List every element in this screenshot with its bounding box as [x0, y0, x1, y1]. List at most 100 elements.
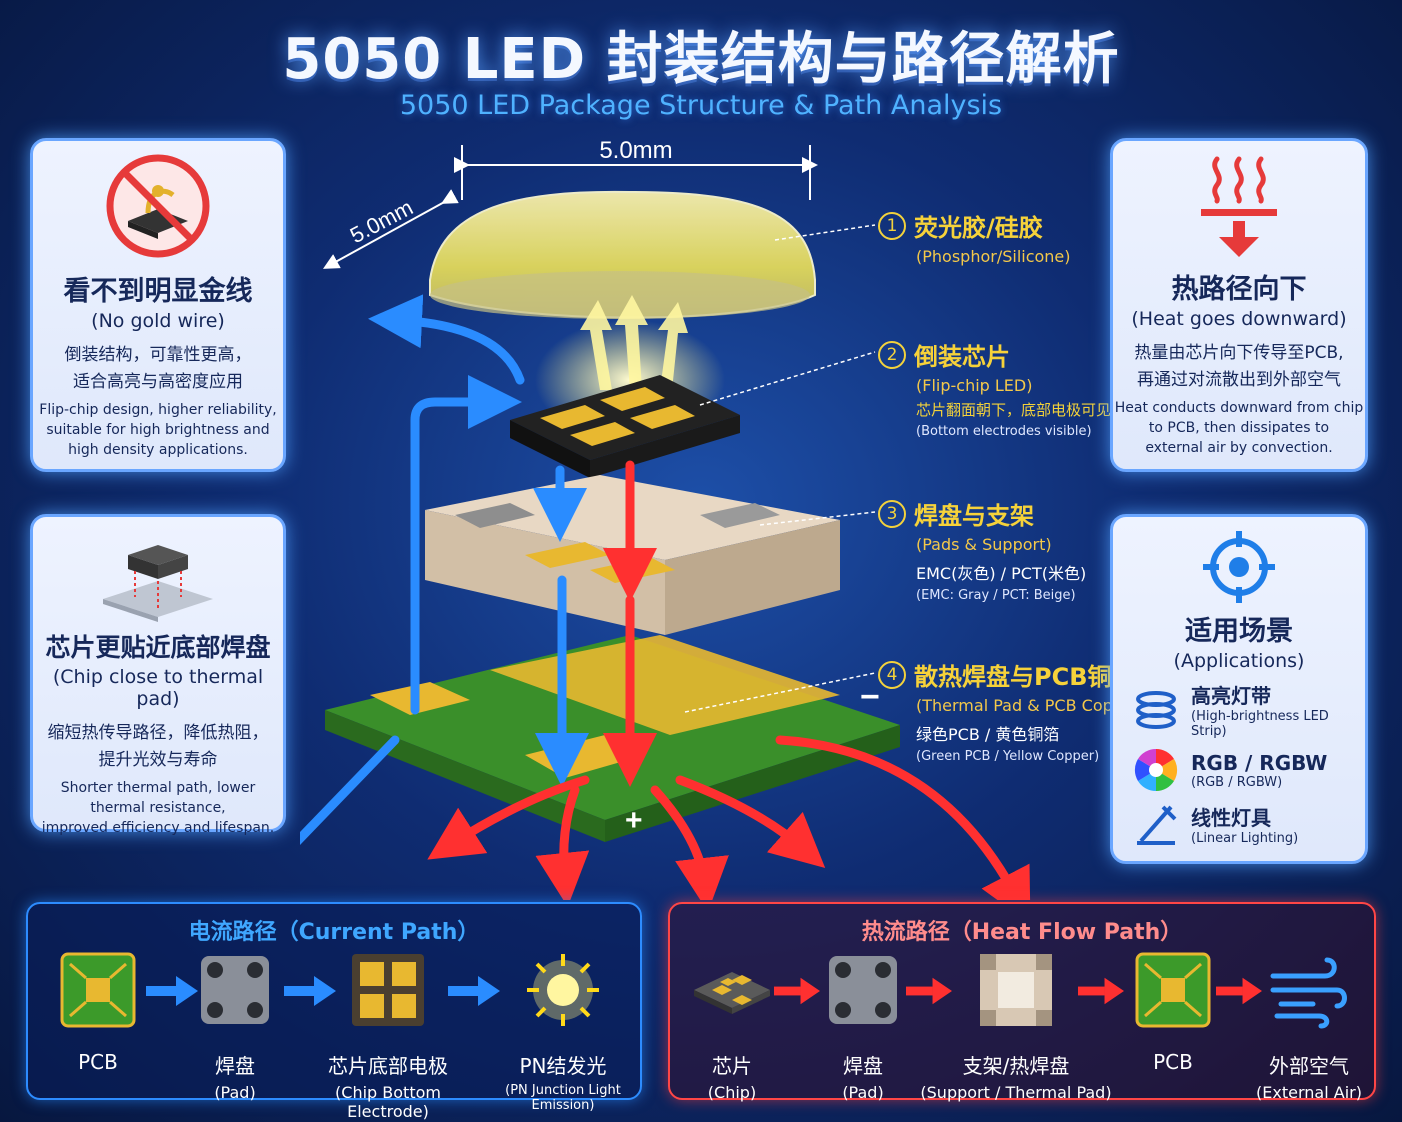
card-desc-en: high density applications. — [68, 442, 248, 458]
pcb-minus-sign: − — [860, 678, 880, 716]
card-desc-en: Shorter thermal path, lower — [60, 780, 256, 796]
step-label-en: (External Air) — [1256, 1083, 1362, 1102]
arrow-right-icon — [1216, 977, 1262, 1005]
support-pad-icon — [980, 954, 1052, 1026]
step-label: PCB — [78, 1050, 118, 1074]
air-icon — [1270, 957, 1347, 1029]
no-gold-wire-icon — [106, 154, 210, 258]
card-desc-zh: 缩短热传导路径，降低热阻， — [47, 723, 269, 743]
card-title: 适用场景 — [1185, 616, 1293, 647]
step-label-en: (PN Junction Light Emission) — [505, 1083, 621, 1113]
linear-light-icon — [1137, 805, 1177, 845]
card-no-gold-wire: 看不到明显金线 (No gold wire) 倒装结构，可靠性更高， 适合高亮与… — [30, 138, 286, 472]
card-heat-downward: 热路径向下 (Heat goes downward) 热量由芯片向下传导至PCB… — [1110, 138, 1368, 472]
card-desc-zh: 热量由芯片向下传导至PCB, — [1134, 343, 1344, 363]
step-label: 芯片 — [712, 1054, 752, 1078]
callout-leaders — [684, 224, 876, 713]
card-desc-zh: 倒装结构，可靠性更高， — [64, 345, 252, 365]
heat-step: 焊盘 (Pad) — [778, 950, 948, 1102]
card-desc-en: suitable for high brightness and — [46, 422, 270, 438]
callout-title: 荧光胶/硅胶 — [914, 214, 1043, 242]
pad-icon — [201, 956, 269, 1024]
card-title-en: (Chip close to thermal pad) — [52, 666, 264, 710]
arrow-right-icon — [146, 976, 198, 1006]
chip-on-pad-icon — [103, 545, 213, 622]
width-dimension-label: 5.0mm — [599, 137, 672, 164]
card-desc-zh: 再通过对流散出到外部空气 — [1137, 370, 1341, 390]
pad-icon — [829, 956, 897, 1024]
application-label-en: (RGB / RGBW) — [1191, 774, 1283, 790]
heat-step: 外部空气 (External Air) — [1224, 950, 1394, 1102]
application-item: 高亮灯带(High-brightness LED Strip) — [1133, 680, 1365, 739]
chip-electrode-icon — [352, 954, 424, 1026]
current-path-panel: 电流路径（Current Path） PCB 焊盘 (Pad) 芯片底部电极 (… — [26, 902, 642, 1121]
step-label-en: (Chip) — [707, 1083, 757, 1102]
step-label: PN结发光 — [519, 1054, 607, 1078]
pcb-icon — [60, 952, 136, 1028]
current-step: PCB — [13, 950, 183, 1074]
heat-path-title: 热流路径（Heat Flow Path） — [861, 920, 1183, 945]
application-label-en: (Linear Lighting) — [1191, 831, 1299, 846]
heat-step: PCB — [1088, 950, 1258, 1074]
card-desc-en: Heat conducts downward from chip — [1114, 400, 1364, 416]
callout-number: 1 — [878, 211, 906, 240]
led-exploded-diagram: 5.0mm 5.0mm − + — [300, 137, 1031, 900]
callout-title: 倒装芯片 — [914, 343, 1010, 371]
current-path-arrows — [300, 294, 589, 846]
card-desc-zh: 适合高亮与高密度应用 — [73, 372, 243, 392]
callout-desc-en: (Bottom electrodes visible) — [916, 424, 1092, 439]
callout-title: 散热焊盘与PCB铜箔 — [914, 663, 1136, 691]
current-path-title: 电流路径（Current Path） — [188, 920, 480, 945]
callout-subtitle: (Pads & Support) — [916, 535, 1052, 554]
arrow-right-icon — [906, 977, 952, 1005]
callout-number: 2 — [878, 340, 906, 369]
card-title-en: (Applications) — [1173, 650, 1305, 672]
callout-number: 3 — [878, 499, 906, 528]
callout-desc: EMC(灰色) / PCT(米色) — [916, 564, 1087, 583]
step-label: 焊盘 — [843, 1054, 883, 1078]
step-label: 支架/热焊盘 — [962, 1054, 1070, 1078]
card-desc-en: thermal resistance, — [90, 800, 226, 816]
card-desc-en: to PCB, then dissipates to — [1148, 420, 1330, 436]
application-item: 线性灯具(Linear Lighting) — [1133, 801, 1365, 847]
card-desc-en: improved efficiency and lifespan. — [41, 820, 275, 836]
pcb-icon — [1135, 952, 1211, 1028]
current-step: 芯片底部电极 (Chip Bottom Electrode) — [303, 950, 473, 1121]
step-label-en: (Pad) — [214, 1083, 256, 1102]
depth-dimension-label: 5.0mm — [346, 195, 417, 249]
page-subtitle: 5050 LED Package Structure & Path Analys… — [399, 90, 1003, 121]
card-applications: 适用场景 (Applications) 高亮灯带(High-brightness… — [1110, 514, 1368, 864]
arrow-right-icon — [1078, 977, 1124, 1005]
application-item: RGB / RGBW(RGB / RGBW) — [1133, 747, 1365, 793]
card-title-en: (Heat goes downward) — [1131, 308, 1347, 330]
callout-subtitle: (Phosphor/Silicone) — [916, 247, 1071, 266]
target-icon — [1203, 531, 1275, 603]
heat-step: 支架/热焊盘 (Support / Thermal Pad) — [916, 950, 1116, 1102]
callout-desc: 绿色PCB / 黄色铜箔 — [916, 725, 1060, 744]
heat-path-arrows — [427, 460, 1031, 900]
application-label: 高亮灯带 — [1191, 684, 1271, 708]
arrow-right-icon — [448, 976, 500, 1006]
arrow-right-icon — [774, 977, 820, 1005]
card-desc-en: Flip-chip design, higher reliability, — [39, 402, 277, 418]
heat-path-panel: 热流路径（Heat Flow Path） 芯片 (Chip) 焊盘 (Pad) … — [668, 902, 1376, 1102]
heat-down-icon — [1201, 156, 1277, 257]
callout-desc: 芯片翻面朝下，底部电极可见 — [916, 401, 1112, 419]
callout-desc-en: (EMC: Gray / PCT: Beige) — [916, 588, 1076, 603]
card-desc-zh: 提升光效与寿命 — [98, 750, 218, 770]
dimension-lines — [322, 145, 818, 269]
callout-subtitle: (Thermal Pad & PCB Copper) — [916, 696, 1146, 715]
callout-phosphor: 1 荧光胶/硅胶 (Phosphor/Silicone) — [878, 208, 1071, 266]
application-label: RGB / RGBW — [1191, 750, 1328, 775]
current-step: 焊盘 (Pad) — [150, 950, 320, 1102]
card-chip-close-pad: 芯片更贴近底部焊盘 (Chip close to thermal pad) 缩短… — [30, 514, 286, 836]
callout-pads-support: 3 焊盘与支架 (Pads & Support) EMC(灰色) / PCT(米色… — [878, 496, 1086, 603]
card-title: 芯片更贴近底部焊盘 — [45, 633, 271, 662]
step-label-en: (Pad) — [842, 1083, 884, 1102]
card-title: 看不到明显金线 — [63, 276, 253, 307]
heat-step: 芯片 (Chip) — [647, 950, 817, 1102]
card-title: 热路径向下 — [1171, 274, 1307, 305]
callout-title: 焊盘与支架 — [914, 502, 1034, 530]
callout-desc-en: (Green PCB / Yellow Copper) — [916, 749, 1100, 764]
